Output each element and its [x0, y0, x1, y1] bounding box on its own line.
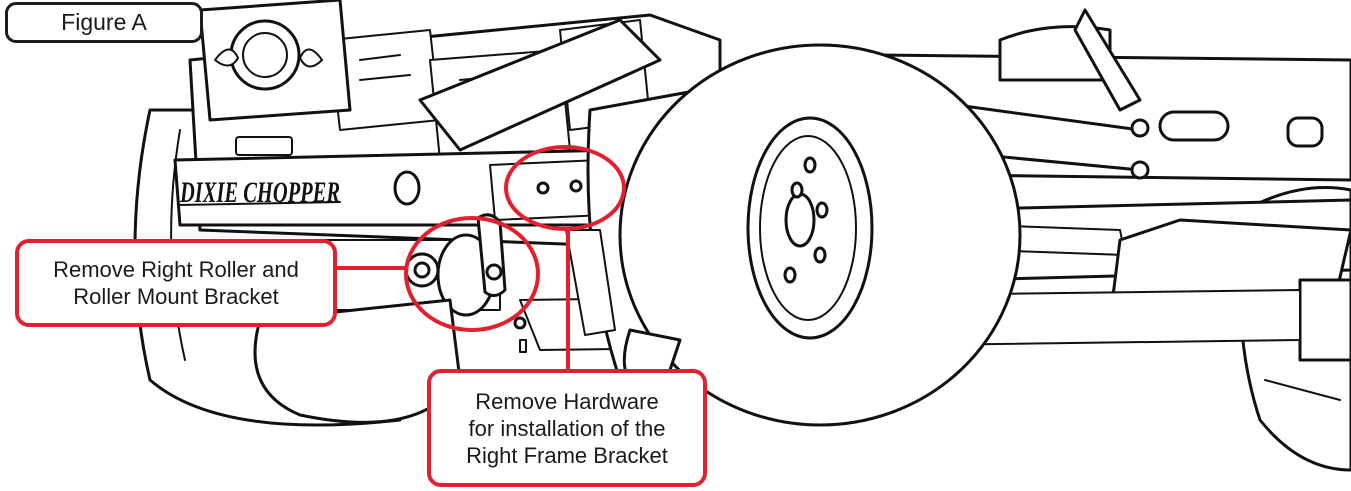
roller-highlight-circle: [404, 216, 540, 332]
hardware-callout: Remove Hardware for installation of the …: [427, 369, 707, 487]
roller-callout: Remove Right Roller and Roller Mount Bra…: [15, 239, 337, 327]
front-bumper: DIXIE CHOPPER: [173, 148, 627, 227]
frame-bracket-plate: [513, 229, 616, 353]
hardware-callout-line-2: for installation of the: [468, 415, 666, 441]
roller-callout-line-1: Remove Right Roller and: [53, 257, 299, 282]
hardware-highlight-circle: [504, 145, 626, 231]
hardware-callout-line-3: Right Frame Bracket: [466, 442, 668, 468]
figure-label-text: Figure A: [61, 9, 147, 35]
hood-emblem: [198, 0, 352, 122]
figure-label: Figure A: [5, 2, 203, 43]
rear-left-wheel-lower: [253, 298, 682, 424]
hardware-callout-line-1: Remove Hardware: [475, 388, 659, 414]
front-right-wheel: [586, 43, 1022, 427]
roller-callout-line-2: Roller Mount Bracket: [73, 284, 279, 309]
